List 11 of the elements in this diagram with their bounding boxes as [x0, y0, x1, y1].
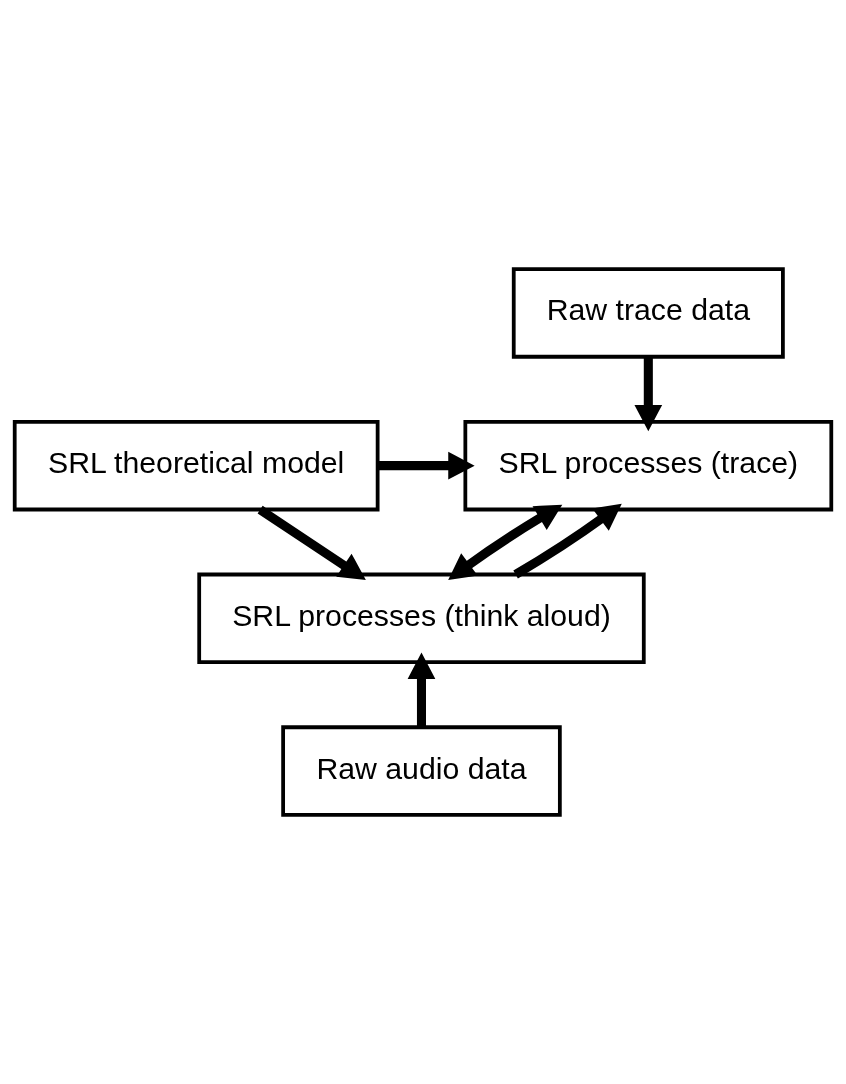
node-box: SRL theoretical model [12, 419, 380, 512]
arrow [513, 503, 622, 579]
arrow [257, 505, 366, 580]
arrow [448, 504, 563, 581]
node-box: Raw trace data [511, 267, 785, 359]
arrow [377, 451, 475, 480]
arrow [634, 356, 663, 432]
arrow [407, 652, 436, 727]
node-box: SRL processes (think aloud) [197, 572, 646, 665]
node-box: Raw audio data [281, 725, 562, 817]
node-box: SRL processes (trace) [463, 419, 834, 512]
